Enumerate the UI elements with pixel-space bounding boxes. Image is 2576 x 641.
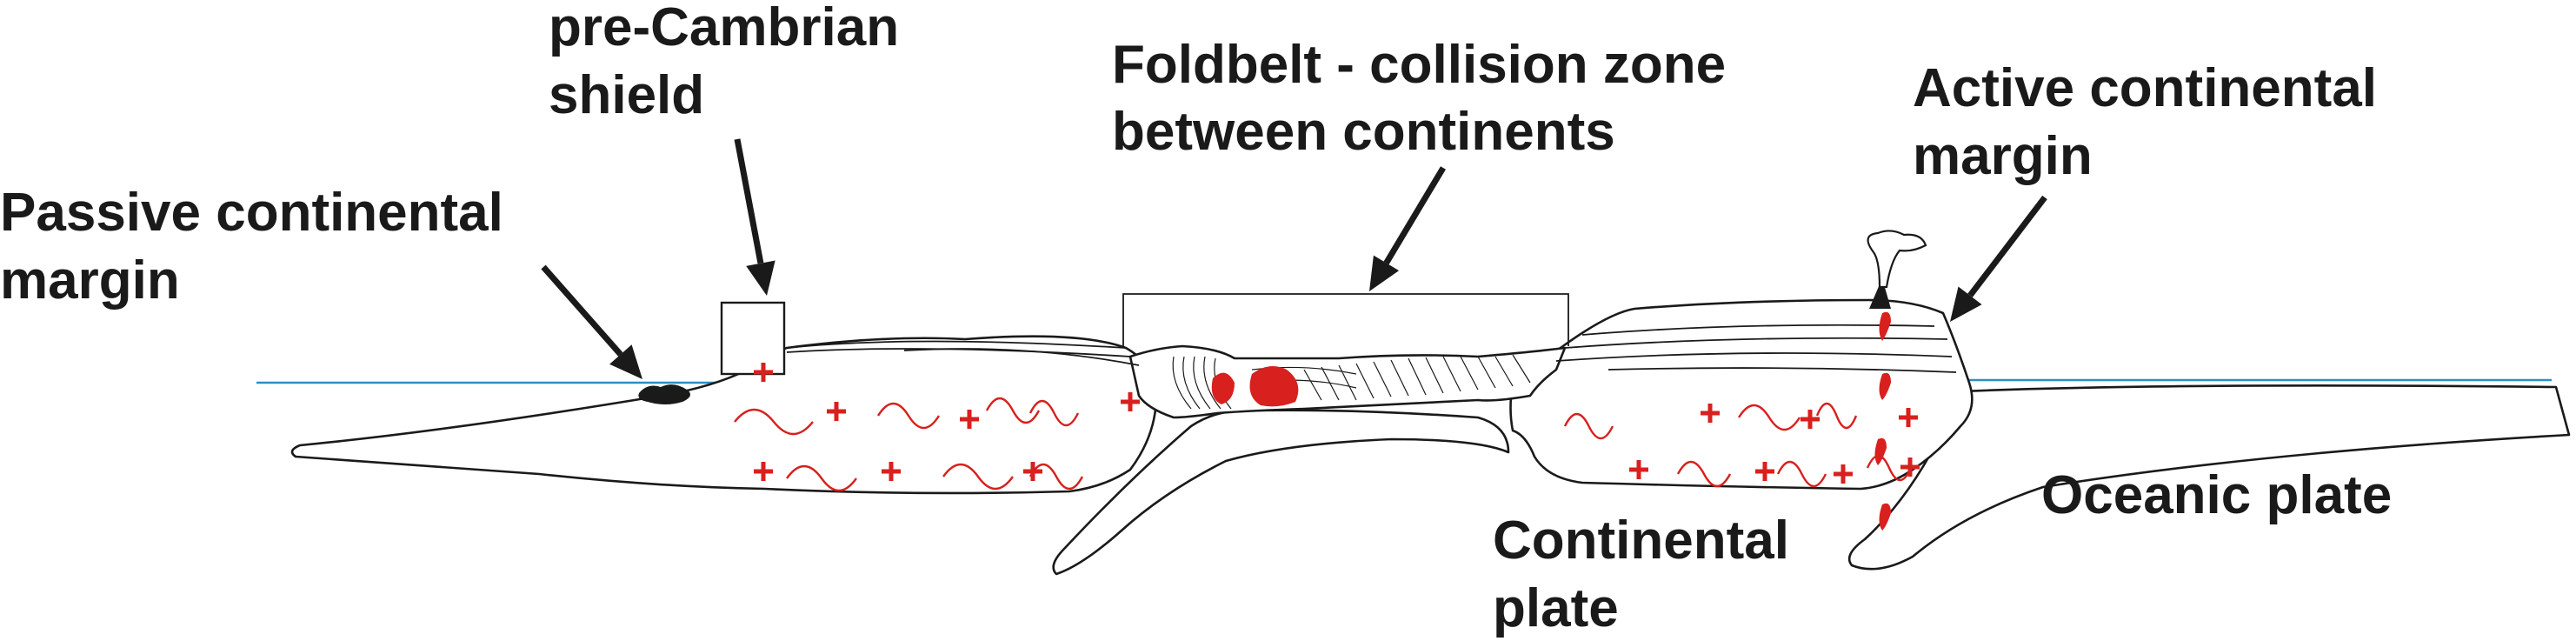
granite-plus-symbol: [754, 363, 773, 382]
granite-wave-symbol: [786, 464, 857, 492]
granite-wave-symbol: [942, 463, 1014, 491]
granite-plus-symbol: [960, 410, 979, 429]
granite-wave-symbol: [1676, 460, 1732, 488]
pointer-arrow: [541, 264, 642, 379]
oceanic-plate-slab: [1847, 384, 2571, 571]
label-oceanic-plate: Oceanic plate: [2041, 465, 2392, 525]
granite-plus-symbol: [754, 462, 773, 481]
granite-plus-symbol: [882, 462, 901, 481]
volcano: [1867, 230, 1927, 309]
granite-plus-symbol: [1801, 410, 1820, 429]
right-strata-3: [1555, 352, 1953, 362]
granite-wave-symbol: [985, 397, 1041, 424]
granite-plus-symbol: [1900, 457, 1920, 477]
right-strata-4: [1608, 367, 1957, 373]
label-shield: pre-Cambrian shield: [549, 0, 914, 125]
right-strata-2: [1564, 337, 1948, 349]
granite-wave-symbol: [734, 408, 814, 436]
granite-wave-symbol: [1563, 412, 1614, 440]
granite-plus-symbol: [1121, 392, 1140, 411]
sediment-blob: [638, 384, 690, 404]
foldbelt-bracket: [1122, 293, 1569, 346]
granite-wave-symbol: [1028, 399, 1080, 427]
subducted-slab-foldbelt: [1052, 409, 1510, 576]
granite-plus-symbol: [1629, 460, 1648, 479]
left-strata-3: [903, 348, 1140, 366]
granite-wave-symbol: [1737, 404, 1801, 431]
granite-wave-symbol: [876, 402, 941, 430]
granite-wave-symbol: [1028, 463, 1084, 491]
fold-hatch: [1172, 354, 1531, 410]
pointer-arrow: [1950, 195, 2047, 322]
label-foldbelt: Foldbelt - collision zone between contin…: [1112, 35, 1741, 162]
granite-wave-symbol: [1776, 460, 1827, 488]
granite-wave-symbol: [1815, 402, 1858, 430]
label-passive-margin: Passive continental margin: [0, 183, 518, 310]
left-strata-1: [786, 340, 1127, 349]
left-continental-crust: [290, 335, 1158, 495]
label-continental-plate: Continental plate: [1493, 511, 1804, 638]
granite-plus-symbol: [827, 402, 846, 421]
label-active-margin: Active continental margin: [1913, 58, 2392, 186]
pointer-arrow: [1369, 166, 1447, 291]
granite-plus-symbol: [1701, 404, 1720, 423]
granite-plus-symbol: [1899, 408, 1918, 427]
pointer-arrows: [541, 138, 2047, 379]
pointer-arrow: [734, 138, 775, 296]
granite-plus-symbol: [1834, 464, 1853, 484]
granite-plus-symbol: [1755, 462, 1774, 481]
granite-wave-symbol: [1866, 454, 1913, 482]
granite-intrusions: [1211, 311, 1891, 531]
right-continental-crust: [1509, 298, 1974, 491]
granite-symbols: [734, 363, 1920, 492]
shield-block: [720, 301, 786, 376]
